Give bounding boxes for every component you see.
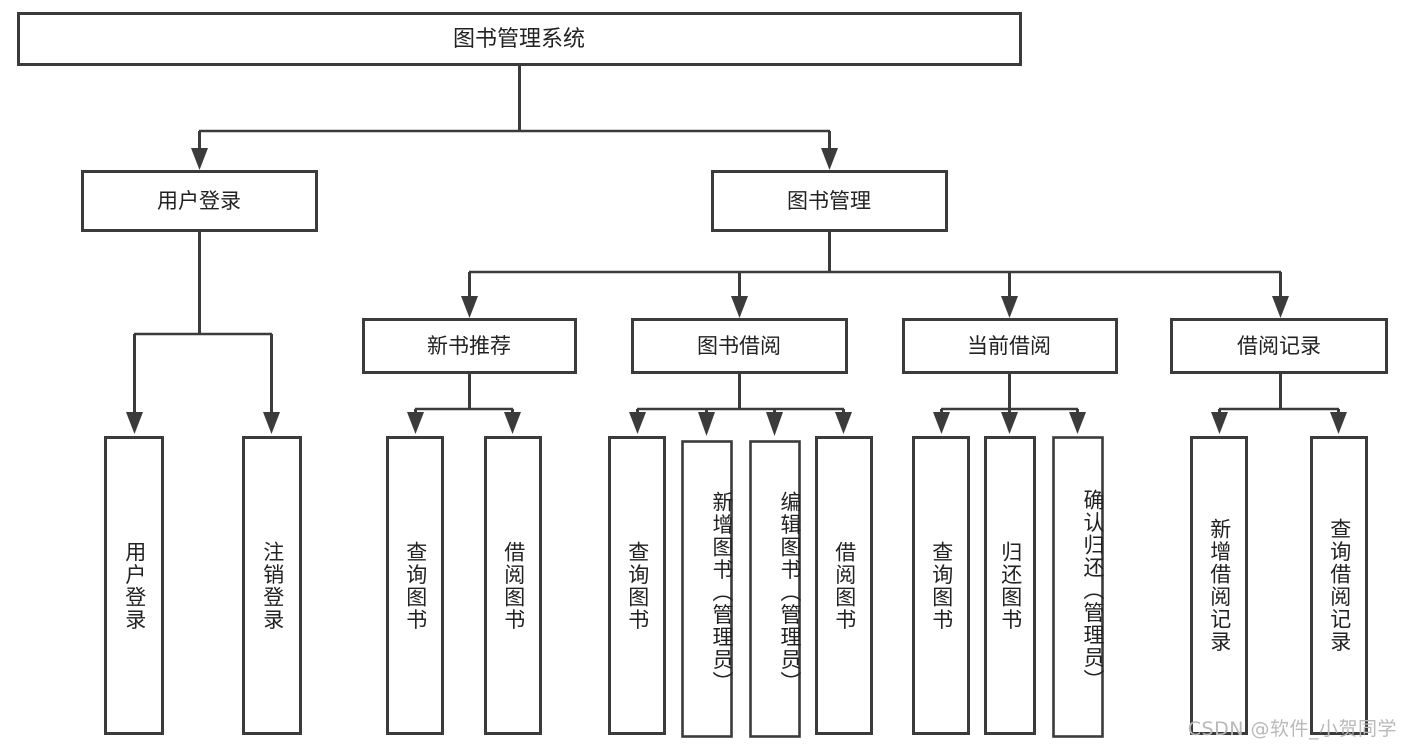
- node-book-borrow-box[interactable]: [631, 318, 848, 374]
- arrow-current-to-leaf2: [1001, 412, 1018, 434]
- node-user-login-label: 用户登录: [157, 189, 241, 213]
- leaf-box-edit-book-admin[interactable]: [749, 440, 801, 738]
- node-book-borrow[interactable]: 图书借阅: [631, 318, 848, 374]
- leaf-box-borrow-book-1[interactable]: [484, 436, 542, 735]
- arrow-root-to-book-mgmt: [821, 148, 838, 170]
- leaf-box-query-borrow-record[interactable]: [1310, 436, 1368, 735]
- node-new-book-recommend[interactable]: 新书推荐: [362, 318, 577, 374]
- arrow-newbook-to-leaf1: [407, 412, 424, 434]
- arrow-newbook-to-leaf2: [504, 412, 521, 434]
- node-book-management-box[interactable]: [711, 170, 948, 232]
- arrow-borrow-to-leaf1: [629, 412, 646, 434]
- node-new-book-recommend-box[interactable]: [362, 318, 577, 374]
- leaf-box-return-book[interactable]: [984, 436, 1036, 735]
- leaf-box-user-login[interactable]: [104, 436, 164, 735]
- leaf-box-query-book-1[interactable]: [386, 436, 444, 735]
- arrow-record-to-leaf2: [1330, 412, 1347, 434]
- node-borrow-record-box[interactable]: [1170, 318, 1388, 374]
- node-book-borrow-label: 图书借阅: [697, 334, 781, 358]
- arrow-borrow-to-leaf4: [835, 412, 852, 434]
- arrow-record-to-leaf1: [1211, 412, 1228, 434]
- arrow-current-to-leaf3: [1069, 412, 1086, 434]
- node-book-management-label: 图书管理: [787, 189, 871, 213]
- arrow-bookmgmt-to-newbook: [461, 296, 478, 318]
- arrow-userlogin-to-leaf1: [126, 412, 143, 434]
- leaf-box-query-book-3[interactable]: [912, 436, 970, 735]
- leaf-box-confirm-return-admin[interactable]: [1052, 436, 1104, 738]
- leaf-box-borrow-book-2[interactable]: [815, 436, 873, 735]
- arrow-current-to-leaf1: [933, 412, 950, 434]
- node-current-borrow-box[interactable]: [902, 318, 1118, 374]
- node-user-login-box[interactable]: [81, 170, 318, 232]
- leaf-box-add-borrow-record[interactable]: [1190, 436, 1248, 735]
- arrow-borrow-to-leaf3: [766, 412, 783, 436]
- watermark-text: CSDN @软件_小贺同学: [1187, 718, 1397, 740]
- node-borrow-record[interactable]: 借阅记录: [1170, 318, 1388, 374]
- leaf-box-query-book-2[interactable]: [608, 436, 666, 735]
- leaf-box-add-book-admin[interactable]: [681, 440, 733, 738]
- node-current-borrow-label: 当前借阅: [967, 334, 1051, 358]
- leaf-box-logout[interactable]: [242, 436, 302, 735]
- node-root[interactable]: 图书管理系统: [17, 12, 1022, 66]
- arrow-bookmgmt-to-record: [1272, 296, 1289, 318]
- node-borrow-record-label: 借阅记录: [1237, 334, 1321, 358]
- arrow-bookmgmt-to-current: [1001, 296, 1018, 318]
- arrow-userlogin-to-leaf2: [263, 412, 280, 434]
- node-book-management[interactable]: 图书管理: [711, 170, 948, 232]
- arrow-root-to-user-login: [191, 148, 208, 170]
- arrow-bookmgmt-to-borrow: [731, 296, 748, 318]
- node-new-book-recommend-label: 新书推荐: [427, 334, 511, 358]
- node-user-login[interactable]: 用户登录: [81, 170, 318, 232]
- node-root-box[interactable]: [17, 12, 1022, 66]
- node-root-label: 图书管理系统: [453, 27, 585, 52]
- leaf-boxes-group: [104, 436, 1368, 738]
- connectors-group: [126, 66, 1347, 436]
- node-current-borrow[interactable]: 当前借阅: [902, 318, 1118, 374]
- arrow-borrow-to-leaf2: [698, 412, 715, 436]
